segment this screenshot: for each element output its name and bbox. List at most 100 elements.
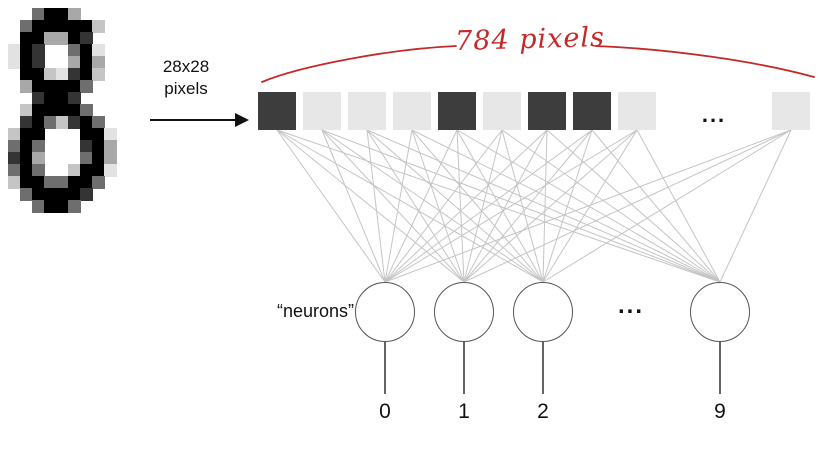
digit-pixel bbox=[20, 104, 33, 117]
digit-pixel bbox=[68, 32, 81, 45]
digit-pixel bbox=[56, 92, 69, 105]
digit-pixel bbox=[32, 80, 45, 93]
connection-lines bbox=[276, 129, 792, 283]
connection-line bbox=[276, 129, 386, 283]
digit-pixel bbox=[92, 140, 105, 153]
digit-pixel bbox=[20, 80, 33, 93]
digit-pixel bbox=[8, 164, 21, 177]
digit-pixel bbox=[8, 152, 21, 165]
digit-pixel bbox=[92, 152, 105, 165]
pixel-square-light bbox=[393, 92, 431, 130]
connection-line bbox=[321, 129, 386, 283]
connection-line bbox=[276, 129, 465, 283]
digit-pixel bbox=[44, 92, 57, 105]
digit-pixel bbox=[92, 176, 105, 189]
neuron-circle-0 bbox=[355, 282, 415, 342]
digit-pixel bbox=[80, 68, 93, 81]
digit-image bbox=[8, 8, 128, 213]
connection-line bbox=[546, 129, 721, 283]
connection-line bbox=[366, 129, 465, 283]
digit-pixel bbox=[20, 56, 33, 69]
digit-pixel bbox=[80, 32, 93, 45]
connection-line bbox=[542, 129, 548, 283]
digit-pixel bbox=[80, 176, 93, 189]
digit-pixel bbox=[80, 164, 93, 177]
digit-pixel bbox=[68, 104, 81, 117]
digit-pixel bbox=[44, 32, 57, 45]
digit-pixel bbox=[92, 164, 105, 177]
digit-pixel bbox=[20, 164, 33, 177]
digit-pixel bbox=[68, 116, 81, 129]
connection-line bbox=[384, 129, 548, 283]
digit-pixel bbox=[80, 56, 93, 69]
digit-pixel bbox=[32, 188, 45, 201]
digit-pixel bbox=[32, 32, 45, 45]
digit-pixel bbox=[68, 56, 81, 69]
connection-line bbox=[366, 129, 386, 283]
digit-pixel bbox=[56, 200, 69, 213]
digit-pixel bbox=[68, 164, 81, 177]
pixel-row-ellipsis: ... bbox=[701, 102, 727, 127]
digit-pixel bbox=[92, 20, 105, 33]
digit-pixel bbox=[92, 56, 105, 69]
digit-pixel bbox=[8, 128, 21, 141]
digit-pixel bbox=[8, 44, 21, 57]
digit-pixel bbox=[68, 20, 81, 33]
digit-pixel bbox=[20, 176, 33, 189]
digit-pixel bbox=[8, 56, 21, 69]
digit-pixel bbox=[8, 176, 21, 189]
digit-pixel bbox=[20, 140, 33, 153]
digit-pixel bbox=[20, 32, 33, 45]
pixel-square-dark bbox=[573, 92, 611, 130]
digit-pixel bbox=[32, 128, 45, 141]
digit-pixel bbox=[32, 116, 45, 129]
digit-pixel bbox=[32, 104, 45, 117]
neuron-stems bbox=[384, 342, 721, 394]
digit-pixel bbox=[20, 128, 33, 141]
digit-pixel bbox=[80, 20, 93, 33]
pixel-square-light bbox=[348, 92, 386, 130]
digit-pixel bbox=[20, 68, 33, 81]
pixel-square-light bbox=[483, 92, 521, 130]
digit-pixel bbox=[32, 56, 45, 69]
digit-pixel bbox=[32, 164, 45, 177]
output-label-0: 0 bbox=[379, 400, 391, 423]
digit-pixel bbox=[68, 8, 81, 21]
digit-pixel bbox=[32, 68, 45, 81]
pixel-square-dark bbox=[438, 92, 476, 130]
connection-line bbox=[591, 129, 721, 283]
pixel-square-light bbox=[772, 92, 810, 130]
connection-line bbox=[384, 129, 593, 283]
digit-pixel bbox=[80, 140, 93, 153]
pixel-square-dark bbox=[528, 92, 566, 130]
digit-pixel bbox=[56, 20, 69, 33]
connection-line bbox=[384, 129, 503, 283]
connection-line bbox=[456, 129, 465, 283]
digit-pixel bbox=[80, 80, 93, 93]
pixel-square-light bbox=[303, 92, 341, 130]
digit-pixel bbox=[80, 152, 93, 165]
digit-pixel bbox=[68, 44, 81, 57]
connection-line bbox=[463, 129, 638, 283]
digit-pixel bbox=[104, 128, 117, 141]
digit-pixel bbox=[104, 152, 117, 165]
digit-pixel bbox=[44, 176, 57, 189]
connection-line bbox=[411, 129, 465, 283]
connection-line bbox=[542, 129, 792, 283]
pixel-square-dark bbox=[258, 92, 296, 130]
digit-pixel bbox=[56, 32, 69, 45]
connection-line bbox=[276, 129, 544, 283]
neurons-label: “neurons” bbox=[276, 301, 354, 321]
input-arrow bbox=[150, 113, 249, 127]
connection-line bbox=[321, 129, 465, 283]
digit-pixel bbox=[56, 80, 69, 93]
connection-line bbox=[463, 129, 792, 283]
digit-pixel bbox=[92, 68, 105, 81]
connection-line bbox=[501, 129, 721, 283]
digit-pixel bbox=[20, 152, 33, 165]
digit-pixel bbox=[104, 140, 117, 153]
pixel-count-annotation: 784 pixels bbox=[454, 22, 606, 57]
neuron-ellipsis: ... bbox=[617, 292, 644, 319]
